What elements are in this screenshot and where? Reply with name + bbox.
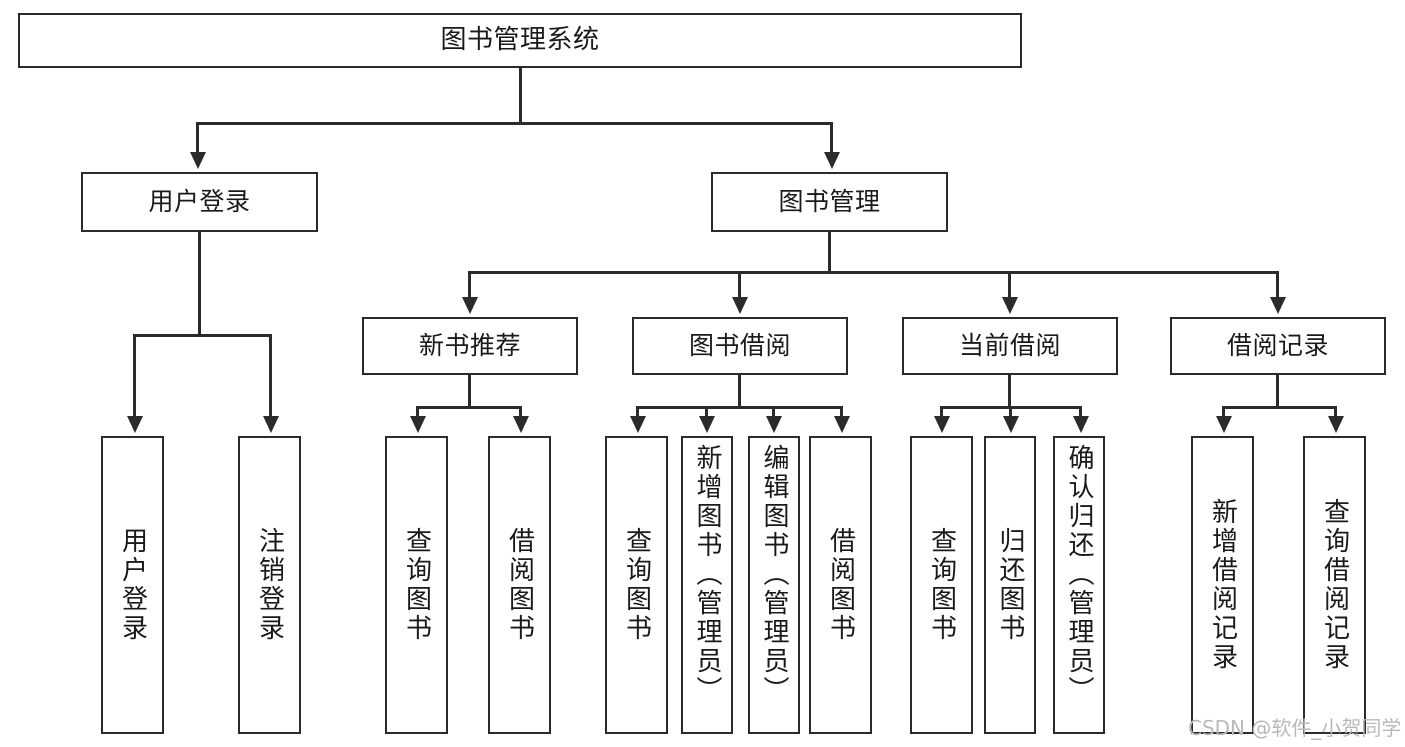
node-group-new-book-recommend[interactable]: 新书推荐: [362, 317, 578, 375]
node-label: 图书管理: [778, 186, 881, 216]
arrow-cb-query: [934, 416, 950, 433]
arrow-nbr-query: [410, 416, 426, 433]
node-group-current-borrow[interactable]: 当前借阅: [902, 317, 1118, 375]
connector-drop-group-records: [1276, 271, 1279, 299]
connector-drop-bb-query: [636, 406, 639, 418]
node-label: 查询图书: [926, 527, 957, 643]
arrow-user-login: [190, 152, 206, 169]
arrow-leaf-logout: [263, 416, 279, 433]
connector-root-bar: [196, 122, 833, 125]
node-label: 图书管理系统: [440, 24, 600, 55]
arrow-bb-query: [630, 416, 646, 433]
node-group-borrow-records[interactable]: 借阅记录: [1170, 317, 1386, 375]
connector-drop-cb-return: [1009, 406, 1012, 418]
connector-borrow-records-bar: [1222, 406, 1337, 409]
connector-book-mgmt-stem: [828, 232, 831, 274]
node-label: 注销登录: [254, 527, 285, 643]
csdn-watermark: CSDN @软件_小贺同学: [1188, 716, 1402, 740]
node-leaf-nbr-borrow-book[interactable]: 借阅图书: [488, 436, 551, 734]
connector-book-borrow-bar: [636, 406, 843, 409]
arrow-bb-add: [699, 416, 715, 433]
node-label: 借阅记录: [1226, 330, 1329, 360]
connector-user-login-stem: [198, 232, 201, 335]
connector-drop-leaf-user-login: [133, 334, 136, 418]
node-leaf-bb-add-book[interactable]: 新增图书（管理员）: [681, 436, 733, 734]
arrow-group-current: [1002, 297, 1018, 314]
arrow-group-records: [1270, 297, 1286, 314]
arrow-group-new-book: [462, 297, 478, 314]
connector-user-login-bar: [133, 334, 272, 337]
node-leaf-bb-query-book[interactable]: 查询图书: [605, 436, 668, 734]
node-label: 新增图书（管理员）: [692, 444, 722, 705]
node-label: 查询图书: [401, 527, 432, 643]
node-label: 新书推荐: [418, 330, 521, 360]
arrow-leaf-user-login: [127, 416, 143, 433]
node-leaf-cb-confirm-return[interactable]: 确认归还（管理员）: [1053, 436, 1105, 734]
connector-drop-br-add: [1222, 406, 1225, 418]
node-leaf-logout[interactable]: 注销登录: [238, 436, 301, 734]
node-label: 编辑图书（管理员）: [759, 444, 789, 705]
connector-drop-br-query: [1334, 406, 1337, 418]
arrow-br-query: [1328, 416, 1344, 433]
node-label: 用户登录: [148, 186, 251, 216]
connector-current-borrow-stem: [1008, 375, 1011, 408]
arrow-bb-borrow: [834, 416, 850, 433]
arrow-nbr-borrow: [513, 416, 529, 433]
node-leaf-cb-query-book[interactable]: 查询图书: [910, 436, 973, 734]
node-leaf-user-login[interactable]: 用户登录: [101, 436, 164, 734]
connector-drop-bb-add: [705, 406, 708, 418]
node-leaf-br-query-record[interactable]: 查询借阅记录: [1303, 436, 1366, 734]
connector-book-mgmt-bar: [468, 271, 1279, 274]
node-leaf-nbr-query-book[interactable]: 查询图书: [385, 436, 448, 734]
node-label: 查询借阅记录: [1319, 498, 1350, 672]
connector-borrow-records-stem: [1276, 375, 1279, 408]
node-label: 借阅图书: [825, 527, 856, 643]
connector-drop-cb-confirm: [1079, 406, 1082, 418]
node-leaf-cb-return-book[interactable]: 归还图书: [984, 436, 1036, 734]
connector-root-stem: [519, 68, 522, 122]
node-leaf-bb-edit-book[interactable]: 编辑图书（管理员）: [748, 436, 800, 734]
connector-drop-book-mgmt: [830, 122, 833, 154]
node-label: 归还图书: [995, 527, 1025, 643]
arrow-br-add: [1216, 416, 1232, 433]
arrow-bb-edit: [766, 416, 782, 433]
connector-drop-group-current: [1008, 271, 1011, 299]
connector-new-book-bar: [416, 406, 522, 409]
connector-drop-bb-edit: [772, 406, 775, 418]
node-root-system[interactable]: 图书管理系统: [18, 13, 1022, 68]
connector-new-book-stem: [468, 375, 471, 408]
connector-drop-group-borrow: [738, 271, 741, 299]
node-label: 确认归还（管理员）: [1064, 444, 1094, 705]
connector-drop-nbr-query: [416, 406, 419, 418]
node-leaf-bb-borrow-book[interactable]: 借阅图书: [809, 436, 872, 734]
connector-drop-nbr-borrow: [519, 406, 522, 418]
connector-drop-bb-borrow: [840, 406, 843, 418]
node-leaf-br-add-record[interactable]: 新增借阅记录: [1191, 436, 1254, 734]
arrow-cb-return: [1003, 416, 1019, 433]
node-label: 新增借阅记录: [1207, 498, 1238, 672]
connector-drop-user-login: [196, 122, 199, 154]
node-branch-user-login[interactable]: 用户登录: [81, 172, 318, 232]
node-label: 用户登录: [117, 527, 148, 643]
arrow-book-mgmt: [824, 152, 840, 169]
node-label: 借阅图书: [504, 527, 535, 643]
connector-drop-cb-query: [940, 406, 943, 418]
connector-book-borrow-stem: [738, 375, 741, 408]
node-label: 图书借阅: [688, 330, 791, 360]
connector-drop-group-new-book: [468, 271, 471, 299]
node-group-book-borrow[interactable]: 图书借阅: [632, 317, 848, 375]
node-label: 查询图书: [621, 527, 652, 643]
arrow-group-borrow: [732, 297, 748, 314]
node-label: 当前借阅: [958, 330, 1061, 360]
node-branch-book-management[interactable]: 图书管理: [711, 172, 948, 232]
arrow-cb-confirm: [1073, 416, 1089, 433]
connector-drop-leaf-logout: [269, 334, 272, 418]
